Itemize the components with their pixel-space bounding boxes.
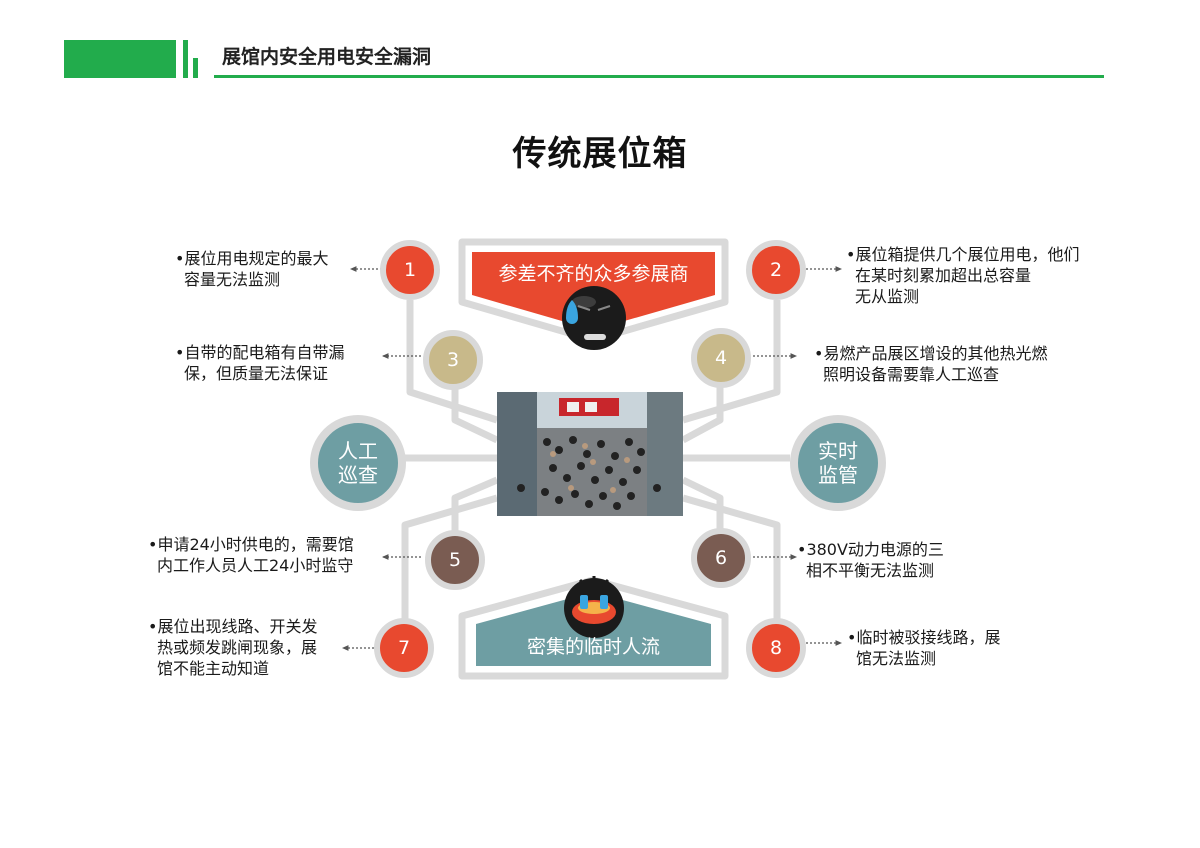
note-7-line: 馆不能主动知道 [157,659,270,678]
note-5-line: 内工作人员人工24小时监守 [157,556,354,575]
page-title: 传统展位箱 [512,134,688,174]
exhibition-crowd-photo [497,392,683,516]
note-5: •申请24小时供电的，需要馆 内工作人员人工24小时监守 [148,534,354,576]
number-circle-7: 7 [374,618,434,678]
note-7: •展位出现线路、开关发 热或频发跳闸现象，展 馆不能主动知道 [148,616,317,679]
manual-inspection-label-1: 人工 [338,439,378,463]
note-7-line: 热或频发跳闸现象，展 [157,638,318,657]
bottom-banner-text: 密集的临时人流 [526,636,660,658]
realtime-monitoring-label-2: 监管 [818,463,858,487]
note-4-line: •易燃产品展区增设的其他热光燃 [814,344,1048,363]
top-banner-text: 参差不齐的众多参展商 [498,263,689,285]
manual-inspection-label-2: 巡查 [338,463,378,487]
note-4: •易燃产品展区增设的其他热光燃 照明设备需要靠人工巡查 [814,343,1047,385]
header-title: 展馆内安全用电安全漏洞 [222,46,432,68]
note-2-line: 在某时刻累加超出总容量 [855,266,1032,285]
number-circle-4: 4 [691,328,751,388]
realtime-monitoring-label-1: 实时 [818,439,858,463]
note-4-line: 照明设备需要靠人工巡查 [823,365,1000,384]
note-5-line: •申请24小时供电的，需要馆 [148,535,354,554]
note-6: •380V动力电源的三 相不平衡无法监测 [797,539,944,581]
number-circle-1: 1 [380,240,440,300]
note-2-line: 无从监测 [855,287,920,306]
note-6-line: 相不平衡无法监测 [806,561,935,580]
note-3: •自带的配电箱有自带漏 保，但质量无法保证 [175,342,344,384]
crying-face-icon [564,576,624,638]
note-1-line: •展位用电规定的最大 [175,249,329,268]
note-2: •展位箱提供几个展位用电，他们 在某时刻累加超出总容量 无从监测 [846,244,1079,307]
worried-face-icon [562,286,626,350]
header-accent-block [64,40,176,78]
note-8-line: •临时被驳接线路，展 [847,628,1001,647]
manual-inspection-circle: 人工 巡查 [310,415,406,511]
note-8-line: 馆无法监测 [856,649,937,668]
note-8: •临时被驳接线路，展 馆无法监测 [847,627,1000,669]
header-accent-tick [183,40,188,78]
number-circle-2: 2 [746,240,806,300]
note-3-line: •自带的配电箱有自带漏 [175,343,345,362]
number-circle-8: 8 [746,618,806,678]
note-2-line: •展位箱提供几个展位用电，他们 [846,245,1080,264]
number-circle-3: 3 [423,330,483,390]
note-3-line: 保，但质量无法保证 [184,364,329,383]
note-1: •展位用电规定的最大 容量无法监测 [175,248,328,290]
header-accent-tick [193,58,198,78]
crowd-image [497,392,683,516]
number-circle-6: 6 [691,528,751,588]
note-1-line: 容量无法监测 [184,270,281,289]
header-underline [214,75,1104,78]
note-6-line: •380V动力电源的三 [797,540,944,559]
number-circle-5: 5 [425,530,485,590]
note-7-line: •展位出现线路、开关发 [148,617,318,636]
realtime-monitoring-circle: 实时 监管 [790,415,886,511]
